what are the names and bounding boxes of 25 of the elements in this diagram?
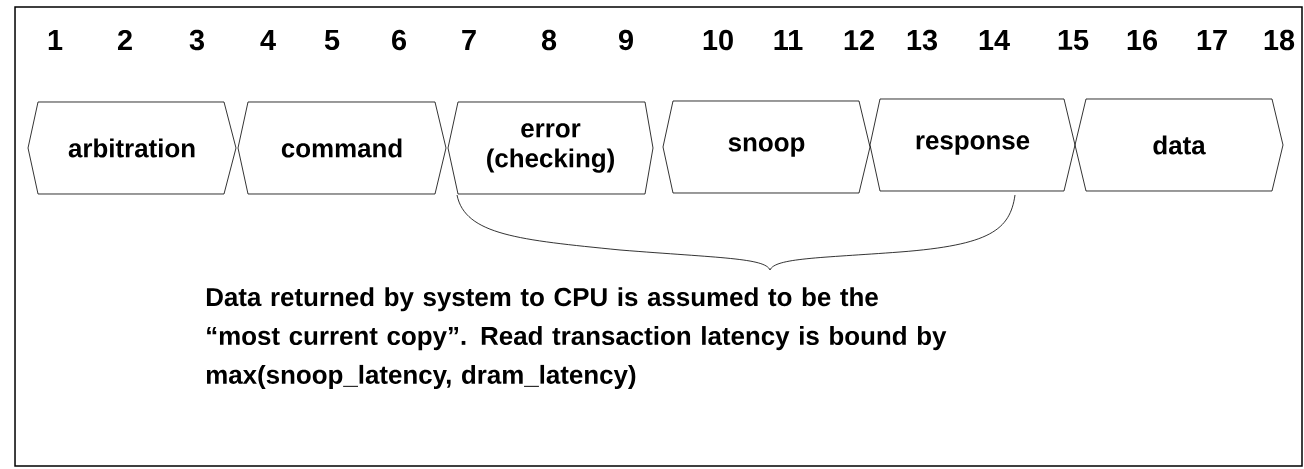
clock-number: 6 bbox=[392, 29, 406, 51]
clock-number: 13 bbox=[907, 29, 938, 51]
clock-number: 17 bbox=[1197, 30, 1227, 50]
clock-number: 11 bbox=[774, 30, 803, 50]
note-text: Data returned by system to CPU is assumed to be the “most current copy”. Read transaction latency is bound by max(snoop_latency, dram_latency) bbox=[206, 287, 947, 390]
clock-number: 4 bbox=[260, 30, 276, 50]
phase-hexagon: response bbox=[869, 98, 1076, 192]
phase-hexagon: command bbox=[237, 101, 447, 195]
clock-number: 18 bbox=[1264, 29, 1295, 51]
clock-number: 5 bbox=[324, 29, 340, 51]
clock-number: 3 bbox=[189, 29, 204, 51]
clock-number: 15 bbox=[1058, 29, 1089, 51]
clock-number: 2 bbox=[118, 29, 132, 51]
phase-hexagon: data bbox=[1074, 98, 1284, 192]
clock-number: 14 bbox=[979, 30, 1010, 50]
clock-number: 1 bbox=[48, 30, 63, 50]
clock-number: 9 bbox=[619, 29, 633, 51]
clock-number: 10 bbox=[703, 29, 733, 51]
phase-hexagon: snoop bbox=[662, 100, 871, 194]
phase-hexagon: error (checking) bbox=[447, 101, 654, 195]
phase-hexagon: arbitration bbox=[27, 101, 237, 195]
clock-number: 7 bbox=[462, 30, 476, 50]
clock-number: 16 bbox=[1127, 29, 1158, 51]
clock-number: 12 bbox=[844, 29, 874, 51]
clock-number: 8 bbox=[541, 29, 557, 51]
